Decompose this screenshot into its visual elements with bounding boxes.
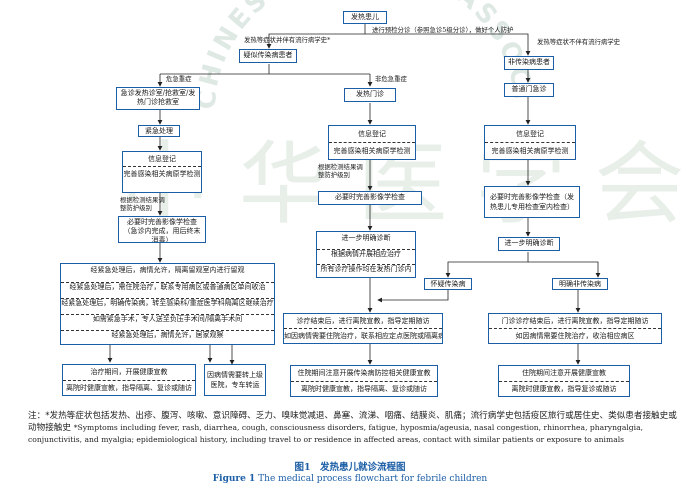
mid-clarify-title: 进一步明确诊断	[341, 234, 391, 242]
right-pathogen-test: 完善感染相关病原学检测	[485, 142, 575, 159]
footnote-zh: 注：*发热等症状包括发热、出疹、腹泻、咳嗽、意识障碍、乏力、嗅味觉减退、鼻塞、流…	[28, 411, 677, 433]
non-critical-label: 非危急重症	[375, 75, 407, 83]
left-outcome-row-2: 经紧急处理后，需住院治疗，联系专用病区或普通病区单间收治	[61, 282, 274, 297]
left-outcome-group: 经紧急处理后，病情允许，隔离留观室内进行留观 经紧急处理后，需住院治疗，联系专用…	[60, 263, 275, 345]
left-home-edu-1: 治疗期间，开展健康宣教	[90, 368, 168, 376]
left-home-edu-2: 离院时健康宣教，指导隔离、复诊或随访	[63, 380, 195, 395]
right-general-clinic: 普通门急诊	[504, 83, 554, 97]
figure-caption-zh: 图1 发热患儿就诊流程图	[294, 462, 406, 473]
mid-admit: 如因病情需要住院治疗，联系相应定点医院或隔离病区	[284, 328, 442, 343]
right-admit: 如因病情需要住院治疗，收治相应病区	[489, 328, 661, 343]
mid-isolation: 所有诊疗操作均在发热门诊内	[317, 264, 415, 278]
right-edu-2: 离院时健康宣教，指导复诊或随访	[499, 381, 629, 396]
footnote: 注：*发热等症状包括发热、出疹、腹泻、咳嗽、意识障碍、乏力、嗅味觉减退、鼻塞、流…	[28, 410, 678, 446]
right-imaging: 必要时完善影像学检查（发热患儿专用检查室内检查）	[484, 186, 580, 218]
figure-title-en: The medical process flowchart for febril…	[258, 474, 488, 484]
left-outcome-row-1: 经紧急处理后，病情允许，隔离留观室内进行留观	[90, 266, 245, 274]
mid-fever-clinic: 发热门诊	[344, 88, 396, 102]
left-outcome-row-3: 经紧急处理后，明确传染病，转至感染科/重症医学科隔离区继续治疗	[61, 298, 274, 313]
mid-info-pathogen: 信息登记 完善感染相关病原学检测	[328, 125, 416, 160]
mid-imaging: 必要时完善影像学检查	[318, 191, 422, 205]
right-end-treat: 门诊诊疗结束后，进行离院宣教，指导定期随访 如因病情需要住院治疗，收治相应病区	[488, 313, 662, 344]
left-adjust-note: 根据检测结果调整防护级别	[120, 196, 165, 212]
left-emergency-room: 急诊发热诊室/抢救室/发热门诊抢救室	[116, 87, 200, 110]
left-transfer: 因病情需要转上级医院，专车转运	[204, 364, 266, 396]
mid-adjust-note: 根据检测结果调整防护级别	[318, 163, 363, 179]
mid-edu-1: 住院期间注意开展传染病防控相关健康宣教	[297, 369, 431, 377]
epi-negative-label: 发热等症状不伴有流行病学史	[537, 38, 621, 46]
right-clarify: 进一步明确诊断	[498, 237, 560, 251]
right-info-reg: 信息登记	[516, 130, 544, 138]
left-urgent-treatment: 紧急处理	[138, 125, 180, 137]
left-pathogen-test: 完善感染相关病原学检测	[123, 166, 201, 181]
left-home-edu: 治疗期间，开展健康宣教 离院时健康宣教，指导隔离、复诊或随访	[62, 364, 196, 396]
right-edu-1: 住院期间注意开展健康宣教	[522, 369, 606, 377]
figure-caption-en: Figure 1 The medical process flowchart f…	[0, 474, 700, 484]
left-info-reg: 信息登记	[148, 155, 176, 163]
mid-edu: 住院期间注意开展传染病防控相关健康宣教 离院时健康宣教，指导隔离、复诊或随访	[290, 365, 438, 397]
right-edu: 住院期间注意开展健康宣教 离院时健康宣教，指导复诊或随访	[498, 365, 630, 397]
suspected-node: 疑似传染病患者	[239, 49, 297, 63]
left-imaging: 必要时完善影像学检查（急诊内完成，用后终末消毒）	[118, 216, 206, 243]
right-end-treat-1: 门诊诊疗结束后，进行离院宣教，指导定期随访	[501, 317, 649, 325]
epi-positive-label: 发热等症状并伴有流行病学史*	[244, 36, 331, 44]
right-info-pathogen: 信息登记 完善感染相关病原学检测	[484, 125, 576, 160]
critical-label: 危急重症	[166, 75, 192, 83]
left-outcome-row-4: 如需紧急手术，专人送至负压手术间/隔离手术间	[61, 314, 274, 329]
left-outcome-row-5: 经紧急处理后，病情允许，居家观察	[61, 330, 274, 345]
screening-label: 进行预检分诊（参照急诊5级分诊），做好个人防护	[372, 26, 514, 34]
mid-treat: 根据病情开展相应治疗	[317, 249, 415, 263]
mid-edu-2: 离院时健康宣教，指导隔离、复诊或随访	[291, 381, 437, 396]
mid-pathogen-test: 完善感染相关病原学检测	[329, 142, 415, 159]
mid-end-treat: 诊疗结束后，进行离院宣教，指导定期随访 如因病情需要住院治疗，联系相应定点医院或…	[283, 313, 443, 344]
mid-info-reg: 信息登记	[358, 130, 386, 138]
start-node: 发热患儿	[343, 11, 387, 24]
right-non-infectious: 非传染病患者	[504, 56, 554, 70]
footnote-en: *Symptoms including fever, rash, diarrhe…	[28, 423, 644, 444]
right-suspected-infectious: 怀疑传染病	[424, 278, 472, 290]
right-confirmed-non-infectious: 明确非传染病	[552, 278, 608, 290]
mid-clarify-group: 进一步明确诊断 根据病情开展相应治疗 所有诊疗操作均在发热门诊内	[316, 231, 416, 278]
left-info-pathogen: 信息登记 完善感染相关病原学检测	[122, 151, 202, 193]
figure-label-en: Figure 1	[212, 474, 256, 484]
mid-end-treat-1: 诊疗结束后，进行离院宣教，指导定期随访	[296, 317, 430, 325]
